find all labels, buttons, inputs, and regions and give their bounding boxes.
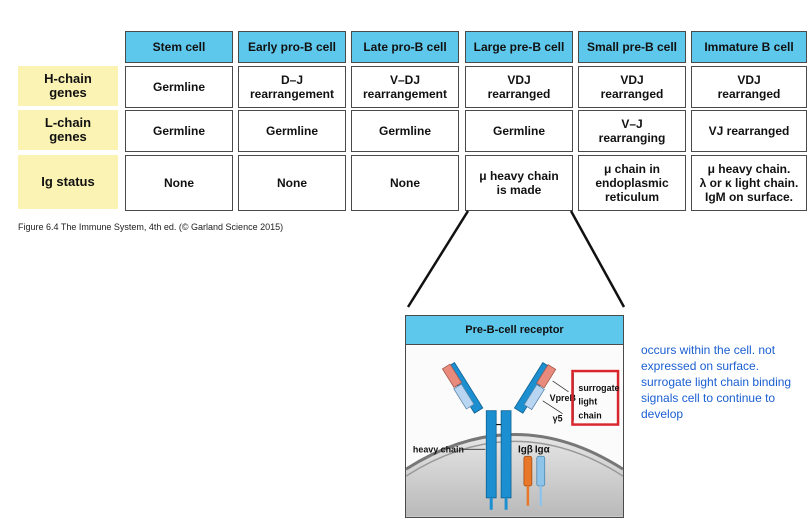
igb-label: Igβ — [518, 444, 533, 455]
column-header: Large pre-B cell — [465, 31, 573, 63]
column-header: Early pro-B cell — [238, 31, 346, 63]
surrogate-label-line: light — [578, 397, 597, 407]
heavy-chain-label: heavy chain — [413, 444, 464, 454]
table-cell: None — [238, 155, 346, 211]
igb-segment — [523, 455, 533, 487]
inset-title: Pre-B-cell receptor — [405, 315, 624, 345]
table-cell: Germline — [238, 110, 346, 152]
vpreb-segment — [536, 364, 557, 389]
vpreb-segment — [441, 363, 463, 388]
lambda5-segment — [453, 383, 475, 410]
figure-caption: Figure 6.4 The Immune System, 4th ed. (©… — [18, 222, 284, 232]
table-cell: Germline — [465, 110, 573, 152]
cell-membrane — [406, 434, 623, 517]
table-cell: Germline — [125, 66, 233, 108]
heavy-chain-segment — [485, 410, 497, 499]
surrogate-label-line: surrogate — [578, 383, 619, 393]
column-header: Stem cell — [125, 31, 233, 63]
surrogate-highlight-box — [571, 369, 620, 426]
table-cell: Germline — [125, 110, 233, 152]
table-cell: None — [125, 155, 233, 211]
lambda5-label: γ5 — [553, 414, 563, 424]
table-cell: VJ rearranged — [691, 110, 807, 152]
annotation-note: occurs within the cell. not expressed on… — [641, 343, 792, 421]
receptor-illustration: VpreB γ5 heavy chain Igβ Igα surrogate l… — [405, 345, 624, 518]
lambda5-segment — [523, 384, 545, 411]
heavy-chain-segment — [500, 410, 512, 499]
column-header: Small pre-B cell — [578, 31, 686, 63]
table-cell: Germline — [351, 110, 459, 152]
row-label-ig-status: Ig status — [18, 155, 118, 209]
iga-segment — [536, 455, 546, 487]
surrogate-label-line: chain — [578, 411, 601, 421]
table-cell: μ heavy chain.λ or κ light chain.IgM on … — [691, 155, 807, 211]
iga-label: Igα — [535, 444, 550, 455]
vpreb-label: VpreB — [550, 393, 577, 403]
column-header: Late pro-B cell — [351, 31, 459, 63]
table-cell: None — [351, 155, 459, 211]
column-header: Immature B cell — [691, 31, 807, 63]
